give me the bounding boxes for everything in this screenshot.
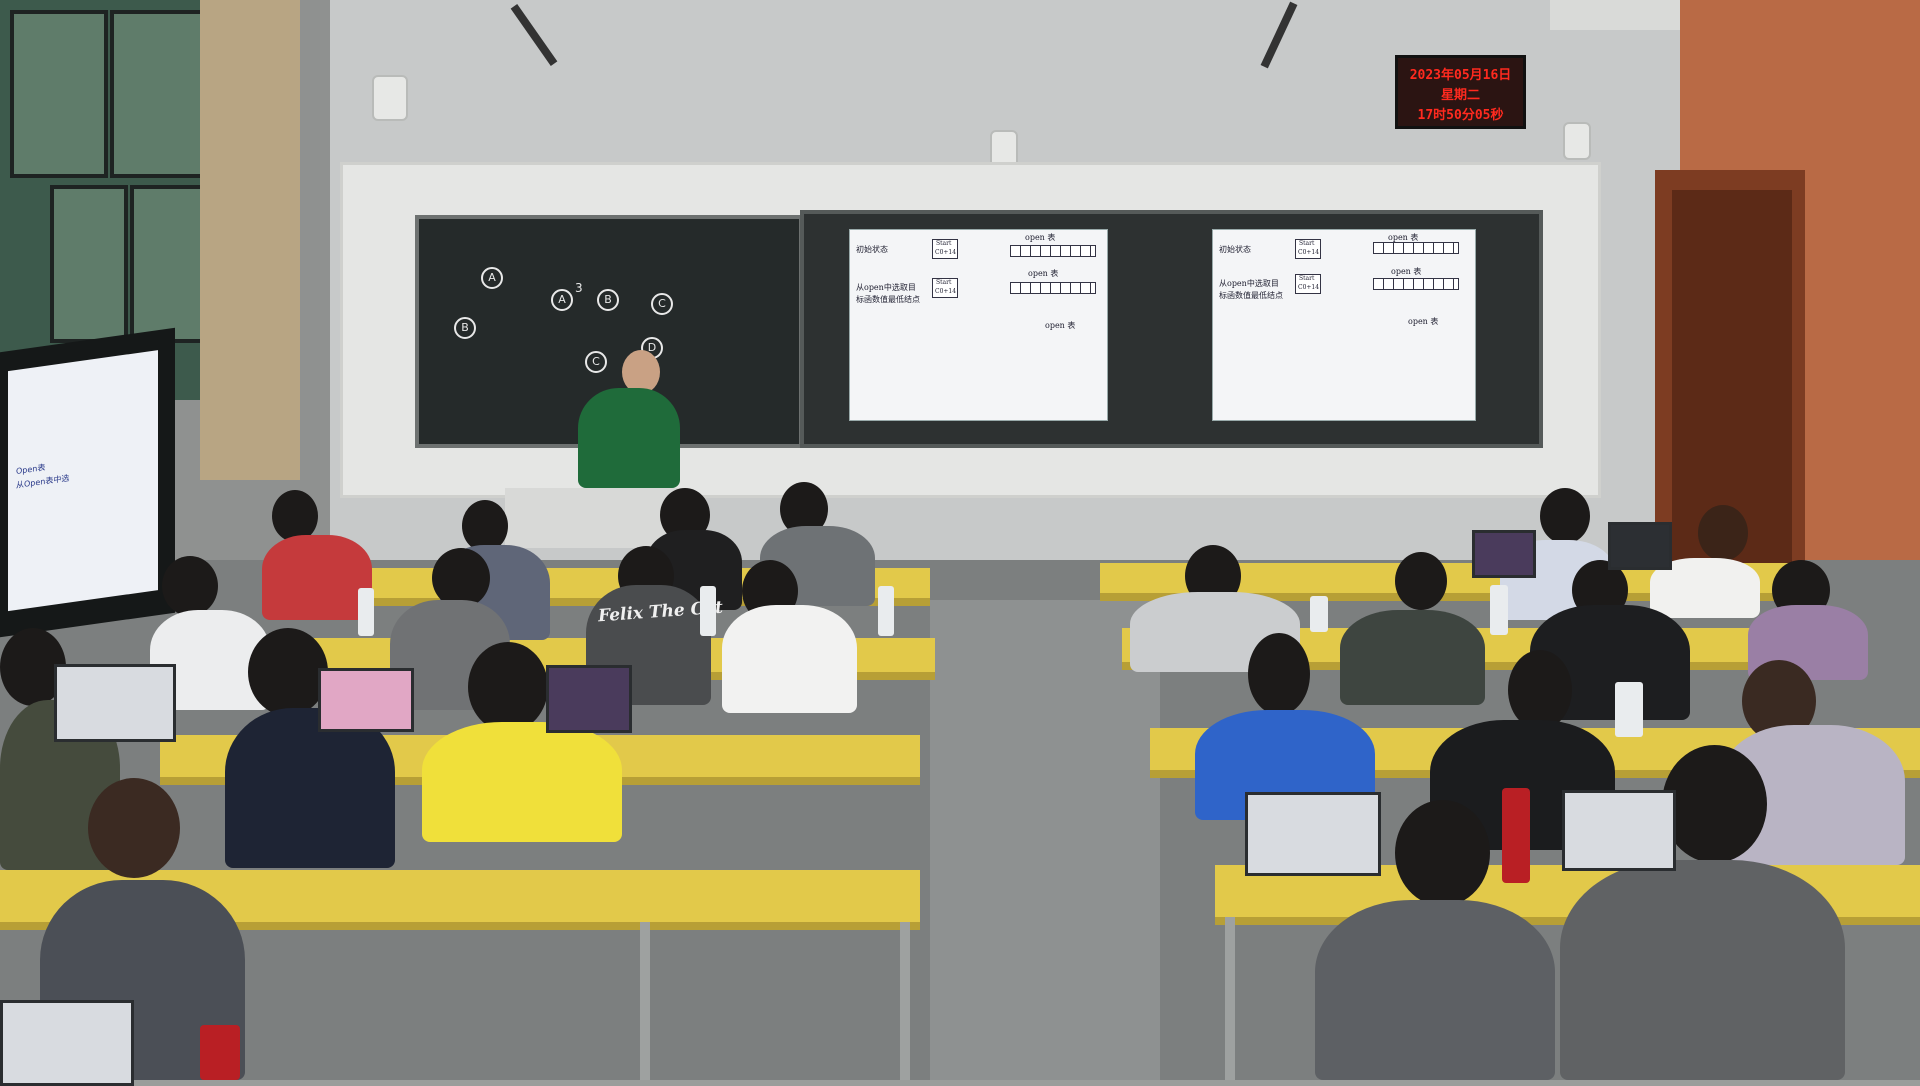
- student: [1340, 610, 1485, 705]
- led-clock: 2023年05月16日 星期二 17时50分05秒: [1395, 55, 1526, 129]
- water-bottle: [1490, 585, 1508, 635]
- slide-text-line: 标函数值最低结点: [1219, 291, 1283, 300]
- slide-text-line: 标函数值最低结点: [856, 295, 920, 304]
- slide-open-label: open 表: [1408, 317, 1439, 326]
- student-head: [1698, 505, 1748, 561]
- slide-open-label: open 表: [1388, 233, 1419, 242]
- slide-open-label: open 表: [1028, 269, 1059, 278]
- laptop: [1562, 790, 1676, 871]
- laptop: [1472, 530, 1536, 578]
- student-head: [1662, 745, 1767, 863]
- student-head: [1395, 552, 1447, 610]
- curtain: [200, 0, 300, 480]
- window-pane: [110, 10, 208, 178]
- slide-text-line: 从open中选取目: [856, 283, 916, 292]
- open-table-row: [1373, 278, 1459, 290]
- start-box-label: Start: [936, 279, 952, 286]
- chalk-node: B: [454, 317, 476, 339]
- teacher-head: [622, 350, 660, 394]
- open-table-row: [1010, 282, 1096, 294]
- camera-icon: [1563, 122, 1591, 160]
- laptop: [1245, 792, 1381, 876]
- slide-open-label: open 表: [1025, 233, 1056, 242]
- laptop: [0, 1000, 134, 1086]
- chalk-node: A: [481, 267, 503, 289]
- teacher: [578, 388, 680, 488]
- desk-leg: [900, 922, 910, 1080]
- student-head: [162, 556, 218, 616]
- laptop: [1608, 522, 1672, 570]
- laptop: [318, 668, 414, 732]
- open-table-row: [1010, 245, 1096, 257]
- clock-weekday: 星期二: [1440, 88, 1480, 103]
- student: [1560, 860, 1845, 1080]
- tv-screen: Open表 从Open表中选: [8, 350, 158, 612]
- chalk-node: B: [597, 289, 619, 311]
- slide-text-line: 从open中选取目: [1219, 279, 1279, 288]
- wall-tv: Open表 从Open表中选: [0, 327, 175, 638]
- slide-screen-left: 初始状态 open 表 Start C0+14 open 表 Start C0+…: [849, 229, 1108, 421]
- student-head: [468, 642, 548, 732]
- student-head: [432, 548, 490, 608]
- security-camera-icon: [372, 75, 408, 121]
- water-bottle: [878, 586, 894, 636]
- slide-open-label: open 表: [1045, 321, 1076, 330]
- chalk-arrow-label: 3: [575, 281, 583, 295]
- laptop: [54, 664, 176, 742]
- start-box: Start C0+14: [1295, 274, 1321, 294]
- student: [262, 535, 372, 620]
- start-box-label: Start: [1299, 275, 1315, 282]
- student-head: [1248, 633, 1310, 715]
- student-head: [1508, 650, 1572, 730]
- water-bottle: [1310, 596, 1328, 632]
- cola-bottle: [1502, 788, 1530, 883]
- podium: [505, 488, 685, 548]
- clock-date: 2023年05月16日: [1409, 68, 1512, 83]
- start-box: Start C0+14: [932, 239, 958, 259]
- student-head: [1540, 488, 1590, 544]
- cola-bottle: [200, 1025, 240, 1080]
- student: [422, 722, 622, 842]
- student-head: [1395, 800, 1490, 906]
- student: [1315, 900, 1555, 1080]
- student-head: [272, 490, 318, 542]
- clock-time: 17时50分05秒: [1417, 108, 1504, 123]
- student: [722, 605, 857, 713]
- chalk-node: C: [651, 293, 673, 315]
- tv-text: Open表: [16, 462, 46, 477]
- desk-leg: [1225, 917, 1235, 1080]
- desk-leg: [640, 922, 650, 1080]
- laptop: [546, 665, 632, 733]
- start-box-value: C0+14: [935, 249, 957, 256]
- slide-heading: 初始状态: [856, 245, 888, 254]
- smart-display: 初始状态 open 表 Start C0+14 open 表 Start C0+…: [800, 210, 1543, 448]
- start-box-value: C0+14: [1298, 249, 1320, 256]
- window-pane: [130, 185, 208, 343]
- water-bottle: [358, 588, 374, 636]
- student-head: [88, 778, 180, 878]
- chalk-node: C: [585, 351, 607, 373]
- water-bottle: [700, 586, 716, 636]
- start-box-label: Start: [1299, 240, 1315, 247]
- start-box-value: C0+14: [1298, 284, 1320, 291]
- student-head: [248, 628, 328, 716]
- start-box-value: C0+14: [935, 288, 957, 295]
- window-pane: [10, 10, 108, 178]
- slide-open-label: open 表: [1391, 267, 1422, 276]
- aisle: [930, 600, 1160, 1080]
- water-bottle: [1615, 682, 1643, 737]
- start-box: Start C0+14: [932, 278, 958, 298]
- start-box: Start C0+14: [1295, 239, 1321, 259]
- slide-heading: 初始状态: [1219, 245, 1251, 254]
- slide-screen-right: 初始状态 open 表 Start C0+14 open 表 Start C0+…: [1212, 229, 1476, 421]
- start-box-label: Start: [936, 240, 952, 247]
- student: [225, 708, 395, 868]
- student-head: [462, 500, 508, 552]
- window-pane: [50, 185, 128, 343]
- open-table-row: [1373, 242, 1459, 254]
- chalk-node: A: [551, 289, 573, 311]
